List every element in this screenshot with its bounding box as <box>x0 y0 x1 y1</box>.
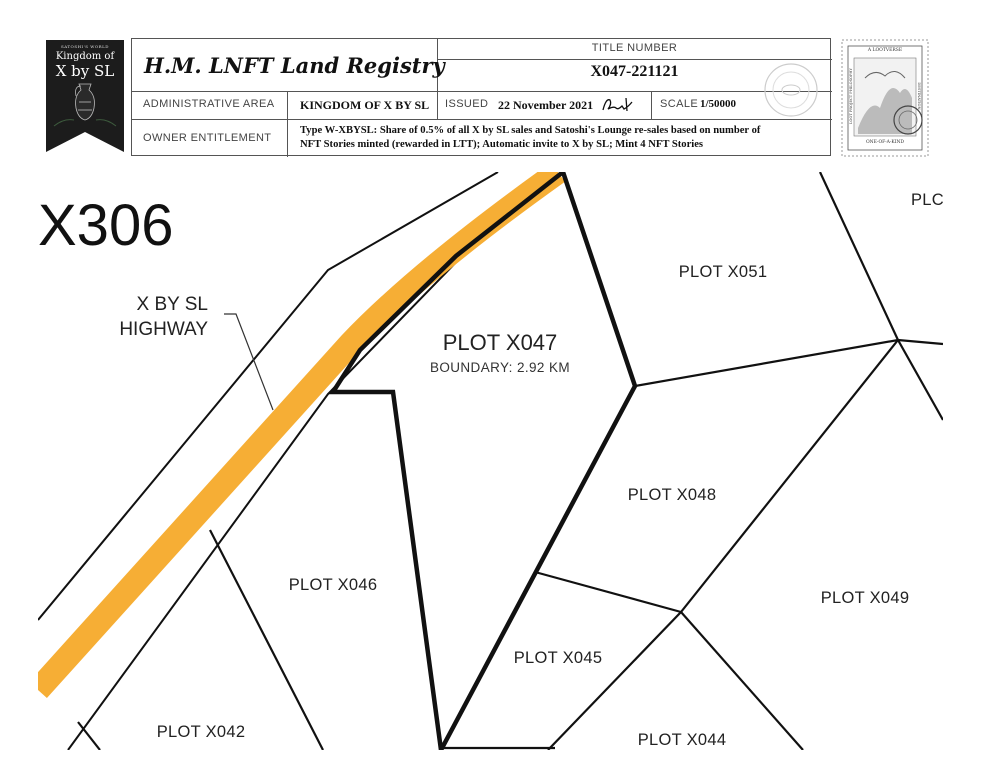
issued-date: 22 November 2021 <box>498 98 594 112</box>
postage-stamp: A LOOTVERSE ONE-OF-A-KIND LOOT PROJECT P… <box>840 38 930 158</box>
highway-leader-line <box>224 313 274 411</box>
stamp-bottom-text: ONE-OF-A-KIND <box>865 140 905 145</box>
plot-x044-label: PLOT X044 <box>638 731 727 749</box>
plot-x042-label: PLOT X042 <box>157 723 246 741</box>
plot-partial-label: PLC <box>911 191 943 209</box>
highway-label-line2: HIGHWAY <box>119 319 208 340</box>
highway-road <box>38 172 565 699</box>
land-map: X306 X BY SL HIGHWAY PLOT X047 BOUNDARY:… <box>38 172 943 750</box>
plot-boundary <box>897 339 943 421</box>
owner-line-2: NFT Stories minted (rewarded in LTT); Au… <box>300 139 704 150</box>
stamp-top-text: A LOOTVERSE <box>867 48 903 53</box>
plot-x045-label: PLOT X045 <box>514 649 603 667</box>
plot-boundary <box>534 570 682 614</box>
faint-seal <box>764 63 818 117</box>
stamp-right-text: DESTINATION <box>917 82 921 110</box>
region-label: X306 <box>38 193 173 258</box>
plot-x051-label: PLOT X051 <box>679 263 768 281</box>
plot-x047-boundary-label: BOUNDARY: 2.92 KM <box>430 360 570 375</box>
stamp-left-text: LOOT PROJECT PHILOSOPHY <box>849 68 853 124</box>
logo-kingdom-of: Kingdom of <box>55 51 115 62</box>
owner-line-1: Type W-XBYSL: Share of 0.5% of all X by … <box>300 125 761 136</box>
plot-boundary <box>680 611 804 750</box>
issued-label: ISSUED <box>445 98 489 110</box>
plot-boundary <box>819 172 899 341</box>
admin-area-label: ADMINISTRATIVE AREA <box>143 98 275 110</box>
logo-small-text: SATOSHI'S WORLD <box>60 44 110 49</box>
highway-edge-left <box>38 172 499 621</box>
owner-entitlement-label: OWNER ENTITLEMENT <box>143 132 272 144</box>
registry-header: H.M. LNFT Land Registry TITLE NUMBER X04… <box>131 38 832 157</box>
plot-boundary <box>547 611 682 750</box>
plot-x047-boundary <box>328 172 638 750</box>
scale-label: SCALE <box>660 98 699 110</box>
plot-x049-label: PLOT X049 <box>821 589 910 607</box>
plot-boundary <box>209 529 324 750</box>
highway-edge-right <box>67 172 549 750</box>
signature <box>602 97 633 112</box>
registry-title: H.M. LNFT Land Registry <box>144 53 445 78</box>
plot-x046-label: PLOT X046 <box>289 576 378 594</box>
plot-x047-label: PLOT X047 <box>443 330 558 355</box>
kingdom-logo: SATOSHI'S WORLD Kingdom of X by SL <box>46 40 124 152</box>
plot-x048-label: PLOT X048 <box>628 486 717 504</box>
scale-value: 1/50000 <box>700 98 737 110</box>
title-number-label: TITLE NUMBER <box>591 42 678 54</box>
title-number: X047-221121 <box>590 63 679 80</box>
plot-boundary <box>680 339 899 613</box>
admin-area-value: KINGDOM OF X BY SL <box>300 98 430 112</box>
logo-name: X by SL <box>55 62 115 80</box>
plot-boundary <box>634 338 943 388</box>
owner-entitlement-text: Type W-XBYSL: Share of 0.5% of all X by … <box>300 124 825 152</box>
plot-boundary <box>77 721 101 750</box>
highway-label-line1: X BY SL <box>137 294 208 315</box>
